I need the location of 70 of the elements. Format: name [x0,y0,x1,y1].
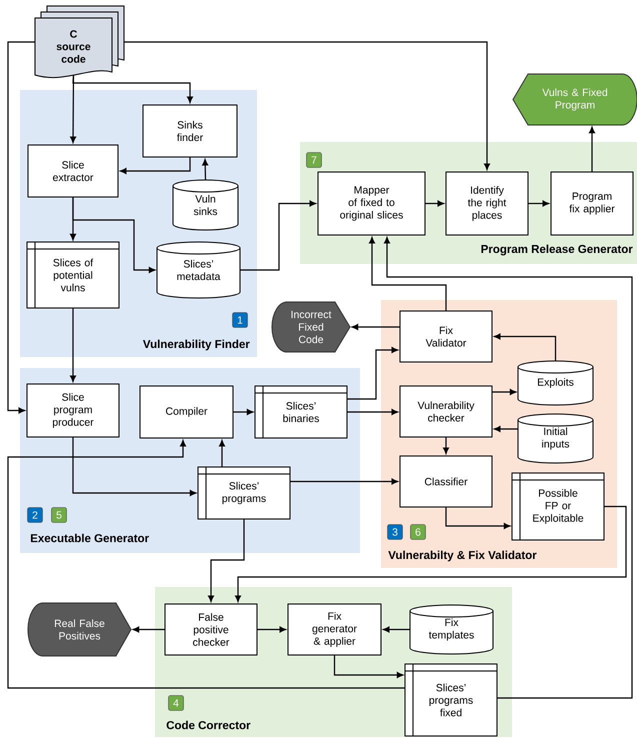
step-badge: 5 [51,507,67,523]
data-store: Possible FP or Exploitable [512,472,604,540]
group-title: Vulnerabilty & Fix Validator [388,550,537,562]
arrow [72,198,156,273]
database-cylinder: Fix templates [410,604,494,654]
arrow [528,200,549,206]
process-box: False positive checker [164,604,258,656]
process-box: Compiler [140,386,234,438]
arrow [124,41,490,170]
group-title: Executable Generator [30,534,149,542]
process-box: Vulnerability checker [400,386,492,438]
arrow [492,389,516,395]
arrow [7,41,35,414]
arrow [132,626,164,632]
data-store: Slices’ programs fixed [404,664,498,736]
document-stack: C source code [34,6,124,78]
database-cylinder: Initial inputs [518,414,594,464]
step-badge: 6 [410,524,426,540]
arrow [494,426,518,432]
process-box: Mapper of fixed to original slices [318,172,426,236]
arrow [494,334,556,361]
arrow [426,200,444,206]
step-badge: 3 [387,524,403,540]
process-box: Sinks finder [142,104,238,158]
process-box: Fix Validator [400,310,492,362]
arrow [347,409,398,415]
arrow [589,126,595,172]
arrow [72,438,196,496]
output-display: Real False Positives [28,602,132,656]
arrow [445,508,510,529]
process-box: Classifier [400,456,492,508]
group-title: Program Release Generator [481,244,633,256]
database-cylinder: Exploits [518,360,594,406]
arrow [234,409,254,415]
step-badge: 1 [232,312,248,328]
arrow [70,308,76,382]
arrow [219,440,225,467]
database-cylinder: Vuln sinks [172,180,238,230]
arrow [383,626,410,632]
data-store: Slices of potential vulns [26,242,120,308]
arrow [72,75,193,103]
arrow [208,519,245,602]
arrow [202,159,208,180]
arrow [384,237,633,699]
group-title: Vulnerability Finder [142,340,250,350]
arrow [290,478,398,484]
arrow [352,324,400,330]
step-badge: 4 [168,695,184,711]
arrow [347,347,398,400]
arrow [258,626,286,632]
process-box: Fix generator & applier [288,604,382,656]
output-display: Incorrect Fixed Code [272,302,350,352]
process-box: Slice program producer [26,384,120,438]
group-title: Code Corrector [166,720,250,730]
arrow [334,656,404,678]
data-store: Slices’ programs [198,466,290,520]
arrow [235,506,627,602]
database-cylinder: Slices’ metadata [156,242,240,298]
arrow [240,200,316,271]
arrow [443,438,449,454]
arrow [369,237,447,310]
arrow [120,158,191,174]
arrow [7,440,405,689]
step-badge: 2 [27,507,43,523]
output-display: Vulns & Fixed Program [512,74,637,126]
data-store: Slices’ binaries [254,386,348,438]
process-box: Slice extractor [28,144,118,198]
process-box: Program fix applier [550,172,634,236]
step-badge: 7 [306,152,322,168]
process-box: Identify the right places [446,172,528,236]
